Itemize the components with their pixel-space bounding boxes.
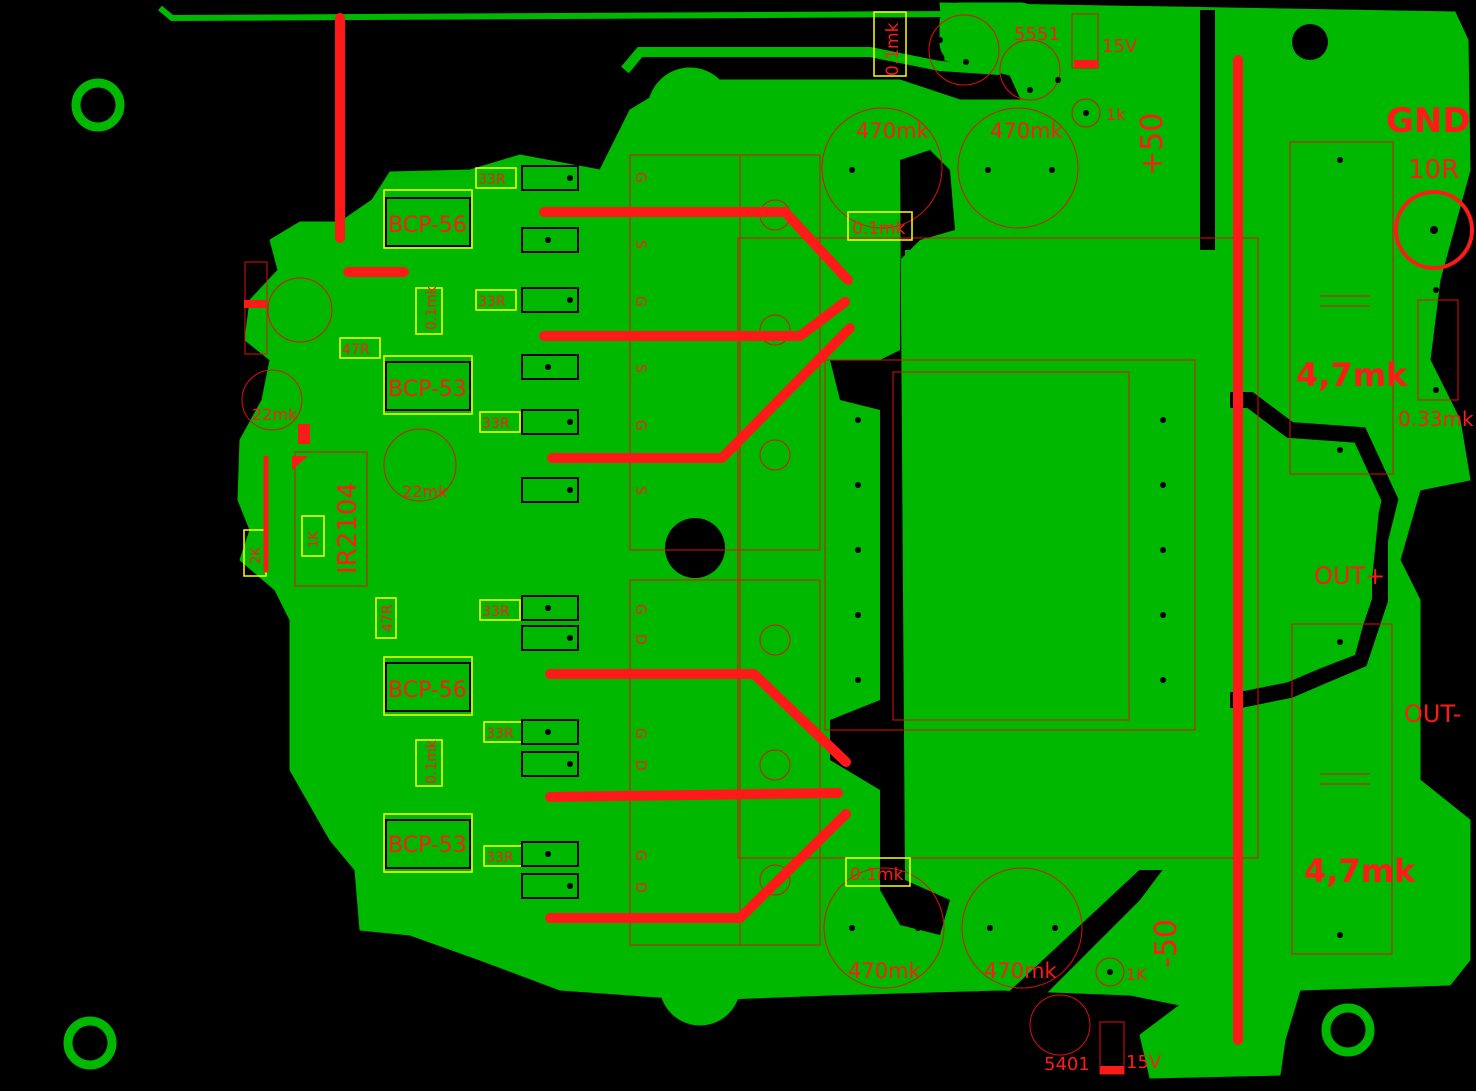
label-10r: 10R [1408,155,1459,185]
label-r33-5: 33R [486,726,514,742]
label-r47-bottom: 47R [380,604,396,632]
outline-cap-470-1 [821,107,943,229]
body-bcp56-bottom [385,662,471,712]
label-r47-top: 47R [342,342,370,358]
outline-ir2104 [294,451,368,587]
label-r33-2: 33R [478,294,506,310]
label-cap-470-3: 470mk [848,959,922,983]
silk-outlines [241,13,1459,1075]
jumper-gate-1 [539,207,853,285]
body-bcp56-top [385,197,471,247]
label-out-minus: OUT- [1404,700,1462,728]
label-cap-01-mid-top: 0.1mk [852,219,906,239]
label-gnd: GND [1386,101,1471,141]
label-r1k-drv: 1K [307,531,322,548]
copper-tab-top [939,2,1041,64]
jumper-gate-2 [539,297,850,341]
label-cap-47-top: 4,7mk [1296,356,1408,394]
label-1k-bottom: 1K [1126,965,1147,984]
label-cap-47-bottom: 4,7mk [1304,852,1416,890]
pin-label-s2: S [632,364,648,373]
label-5551: 5551 [1014,24,1060,45]
outline-cap-470-3 [823,867,945,989]
outline-inductor [824,359,1196,731]
outline-cap-470-4 [961,867,1083,989]
label-minus50: -50 [1149,919,1184,968]
mounting-holes [63,78,1375,1070]
outline-inductor-core [892,371,1130,721]
top-trace [158,5,951,22]
outline-cap-033 [1417,299,1459,401]
label-cap-01-drv-bottom: 0.1mk [424,739,440,784]
pin-label-g3: G [632,420,648,431]
pin-label-g4: G [632,604,648,615]
label-plus50: +50 [1135,113,1170,176]
jumper-gate-5 [545,788,843,802]
plane-out-plus [1150,410,1380,690]
outline-heatsink [737,237,1259,859]
highlight-boxes [243,11,913,887]
outline-cap-47-bottom [1291,623,1393,955]
label-cap-01-drv-top: 0.1mk [424,285,440,330]
label-cap-01-top: 0.1mk [883,22,903,76]
label-bcp53-top: BCP-53 [388,377,467,402]
mount-hole-top-left [71,78,125,132]
label-cap-22-2: 22mk [402,482,448,501]
label-r33-1: 33R [478,172,506,188]
pin-label-d4: D [632,634,648,645]
label-cap-470-1: 470mk [856,119,930,143]
plane-center [905,250,1230,870]
label-1k-top: 1k [1106,105,1126,124]
body-bcp53-top [385,361,471,411]
label-cap-22-1: 22mk [252,405,298,424]
label-cap-01-mid-bottom: 0.1mk [850,865,904,885]
pin-label-s3: S [632,486,648,495]
copper-boss-bottom [659,944,741,1026]
jumper-gate-3 [547,323,855,463]
pin-label-d5: D [632,760,648,771]
label-r33-3: 33R [482,416,510,432]
label-r33-6: 33R [486,850,514,866]
label-bcp56-top: BCP-56 [388,213,467,238]
outline-cap-small-top [928,14,1000,86]
pin-label-g2: G [632,296,648,307]
pin-label-g5: G [632,728,648,739]
mount-hole-bottom-right [1321,1003,1375,1057]
outline-transistor-5551 [999,39,1061,101]
pin-label-d6: D [632,882,648,893]
vias [545,37,1439,1018]
outline-resistor-10r [1394,190,1474,270]
label-cap-033: 0.33mk [1398,407,1474,431]
trace-top-2 [621,47,1001,75]
label-r2k: 2K [249,547,264,564]
jumper-wires [263,13,1243,1045]
label-ir2104: IR2104 [333,482,363,574]
red-markers [244,60,1124,1074]
body-bcp53-bottom [385,819,471,869]
mount-hole-topright [1292,24,1328,60]
outline-cap-470-2 [957,107,1079,229]
label-5401: 5401 [1044,1054,1090,1075]
jumper-gate-4 [545,669,851,767]
outline-transistor-5401 [1029,994,1091,1056]
label-15v-bottom: 15V [1126,1052,1162,1073]
label-15v-top: 15V [1102,36,1138,57]
copper-boss-top [647,67,733,153]
label-cap-470-2: 470mk [990,119,1064,143]
mount-hole-bottom-left [63,1016,117,1070]
pin-label-g1: G [632,172,648,183]
outline-cap-47-top [1289,141,1394,475]
mount-hole-center [665,518,725,578]
label-cap-470-4: 470mk [984,959,1058,983]
jumper-gate-6 [545,809,851,923]
pin-label-s1: S [632,240,648,249]
pin-label-g6: G [632,850,648,861]
outline-mosfet-bottom [629,579,821,946]
label-r33-4: 33R [482,604,510,620]
label-out-plus: OUT+ [1314,562,1385,590]
label-bcp53-bottom: BCP-53 [388,833,467,858]
labels: GND 10R +50 -50 OUT+ OUT- 4,7mk 4,7mk 0.… [249,22,1474,1075]
label-bcp56-bottom: BCP-56 [388,678,467,703]
